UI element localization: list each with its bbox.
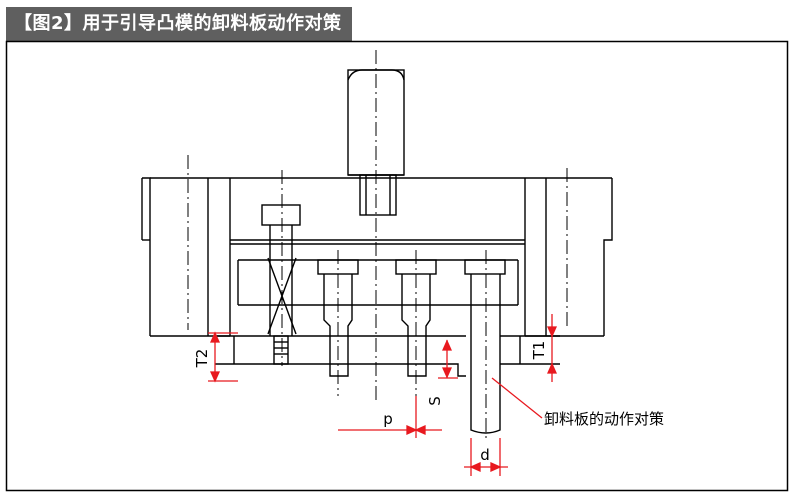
dim-label-p: p xyxy=(383,410,393,428)
center-lines xyxy=(187,50,568,440)
dimension-lines xyxy=(208,314,558,476)
upper-die-holder xyxy=(141,177,613,337)
dim-label-t1: T1 xyxy=(530,341,548,361)
figure-title: 【图2】用于引导凸模的卸料板动作对策 xyxy=(6,7,352,41)
dim-label-t2: T2 xyxy=(193,349,211,369)
stripper-plate xyxy=(215,335,560,377)
shank-bolt xyxy=(359,174,397,216)
dim-label-d: d xyxy=(480,446,490,464)
dim-label-s: S xyxy=(426,396,444,406)
callout-label: 卸料板的动作对策 xyxy=(544,410,664,428)
dimension-labels: T2 T1 S p d xyxy=(193,341,548,464)
figure-border xyxy=(5,40,789,492)
die-assembly-drawing xyxy=(141,50,613,440)
long-guide-punch xyxy=(464,259,506,434)
left-guide-bolt xyxy=(261,204,301,365)
punch-plate xyxy=(237,259,519,306)
